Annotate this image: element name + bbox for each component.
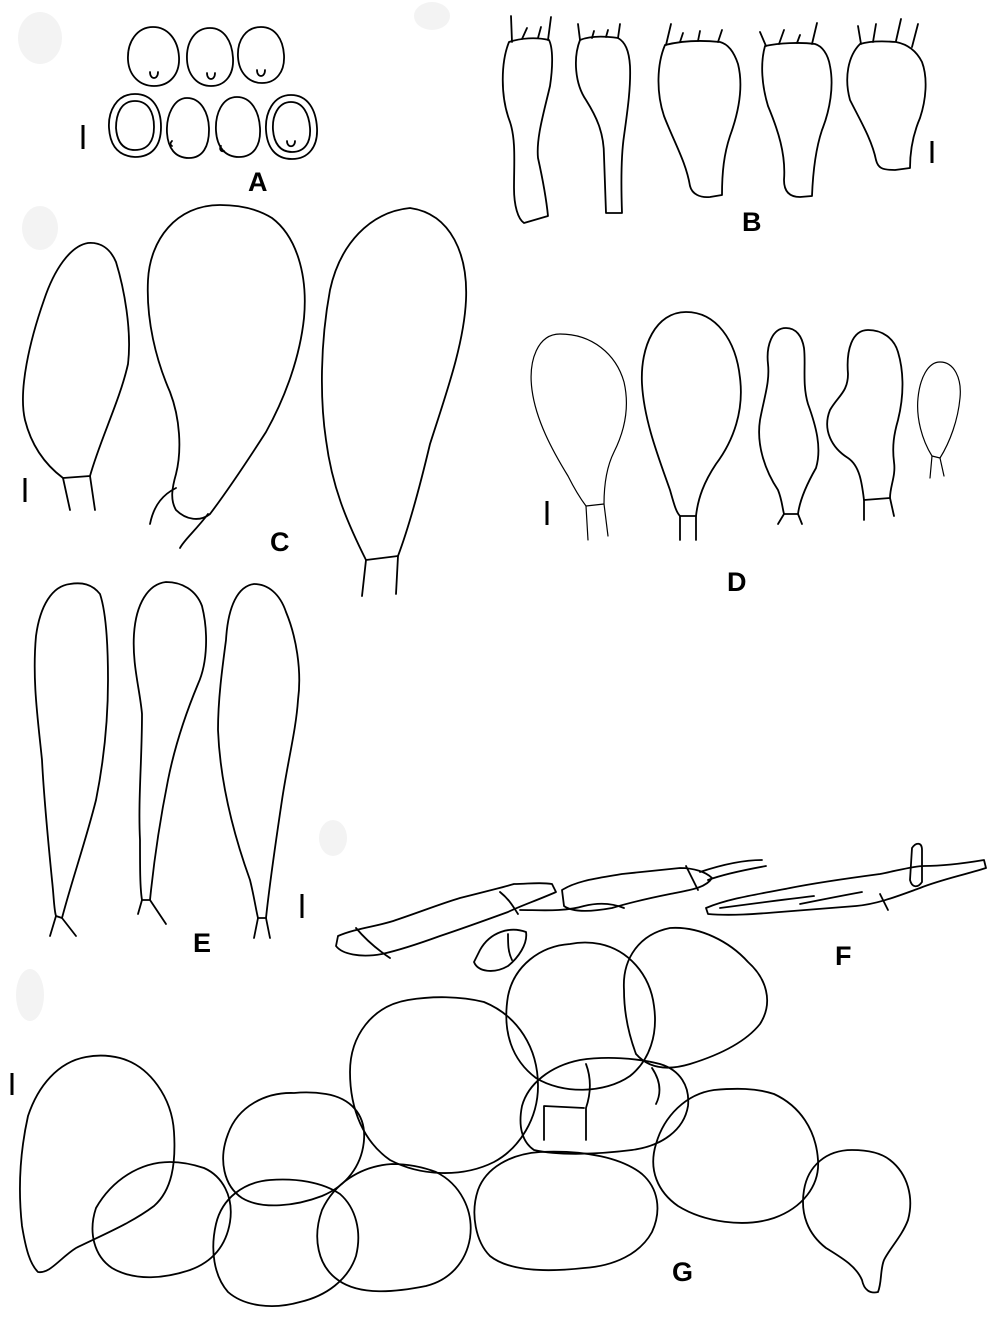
cell-g2 [91, 1161, 232, 1279]
cell-g12 [802, 1149, 912, 1294]
cystidium-d3 [758, 327, 820, 525]
panel-label-b: B [742, 207, 762, 237]
basidium-2 [575, 23, 632, 214]
cystidium-e3 [217, 583, 301, 939]
panel-label-d: D [727, 567, 747, 597]
panel-a-spores: A [81, 26, 318, 197]
panel-label-e: E [193, 928, 211, 958]
panel-label-a: A [248, 167, 268, 197]
hypha-f-left [335, 882, 625, 972]
cell-g6 [316, 1163, 472, 1293]
cell-g4 [212, 1178, 360, 1307]
panel-d-cystidia: D [530, 311, 961, 597]
spore-top-row [127, 26, 285, 87]
cystidium-e2 [132, 581, 207, 925]
cell-g1 [19, 1054, 176, 1273]
cystidium-d4 [826, 329, 904, 521]
cell-g7 [505, 941, 656, 1091]
panel-e-cystidia: E [33, 581, 304, 958]
background-smudges [16, 2, 450, 1021]
cell-g5 [349, 996, 539, 1174]
panel-label-c: C [270, 527, 290, 557]
cystidium-c3 [321, 207, 468, 597]
cell-g8 [623, 927, 769, 1069]
cystidium-c2 [146, 204, 306, 549]
panel-label-f: F [835, 941, 852, 971]
panel-b-basidia: B [501, 15, 934, 237]
cell-g9-inner [543, 1063, 661, 1141]
spore-bottom-row [108, 93, 318, 160]
basidium-4 [759, 22, 833, 198]
cystidium-d5 [917, 361, 961, 479]
cell-g3 [222, 1091, 365, 1207]
panel-f-hyphae: F [335, 842, 987, 972]
cell-g11 [652, 1087, 819, 1224]
cystidium-c1 [22, 242, 130, 511]
panel-label-g: G [672, 1257, 693, 1287]
cystidium-d1 [530, 333, 627, 541]
cell-g9 [519, 1057, 690, 1155]
hypha-f-right [705, 842, 987, 916]
panel-g-cells: G [10, 927, 912, 1307]
cystidium-e1 [33, 582, 109, 937]
panel-c-cystidia: C [22, 204, 468, 597]
cell-g10 [473, 1150, 659, 1272]
basidium-3 [657, 23, 742, 199]
cystidium-d2 [640, 311, 742, 541]
hypha-f-mid [561, 859, 767, 912]
basidium-5 [846, 18, 927, 171]
basidium-1 [501, 15, 554, 224]
